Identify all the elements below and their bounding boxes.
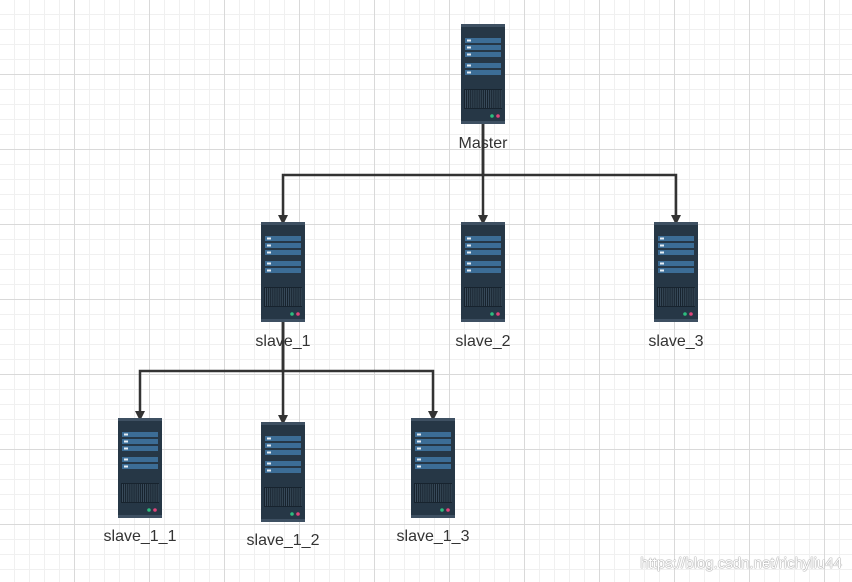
drive-bay — [465, 236, 501, 241]
drive-bay — [465, 250, 501, 255]
drive-bay — [265, 236, 301, 241]
drive-bay — [265, 436, 301, 441]
drive-bay — [122, 446, 158, 451]
status-led — [440, 508, 444, 512]
edge-master-to-slave_3 — [481, 124, 681, 225]
node-label: Master — [458, 135, 508, 152]
drive-bay — [265, 450, 301, 455]
drive-bay — [658, 268, 694, 273]
node-label: slave_1_2 — [246, 532, 320, 549]
drive-bay — [658, 236, 694, 241]
drive-bay — [122, 464, 158, 469]
status-led — [490, 312, 494, 316]
status-led — [296, 512, 300, 516]
drive-bay — [465, 63, 501, 68]
drive-bay — [122, 457, 158, 462]
drive-bay — [658, 250, 694, 255]
drive-bay — [415, 457, 451, 462]
server-icon — [261, 222, 305, 322]
status-led — [446, 508, 450, 512]
drive-bay — [415, 439, 451, 444]
drive-bay — [122, 432, 158, 437]
status-led — [490, 114, 494, 118]
drive-bay — [465, 261, 501, 266]
drive-bay — [265, 461, 301, 466]
edge-slave_1-to-slave_1_3 — [281, 322, 438, 421]
drive-bay — [415, 464, 451, 469]
drive-bay — [658, 243, 694, 248]
drive-bay — [122, 439, 158, 444]
status-led — [496, 114, 500, 118]
status-led — [290, 512, 294, 516]
server-icon — [411, 418, 455, 518]
status-led — [147, 508, 151, 512]
drive-bay — [465, 38, 501, 43]
drive-bay — [465, 52, 501, 57]
server-icon — [261, 422, 305, 522]
status-led — [153, 508, 157, 512]
node-label: slave_2 — [455, 333, 511, 350]
status-led — [496, 312, 500, 316]
drive-bay — [265, 243, 301, 248]
status-led — [683, 312, 687, 316]
node-label: slave_1_1 — [103, 528, 177, 545]
server-icon — [654, 222, 698, 322]
drive-bay — [465, 70, 501, 75]
status-led — [689, 312, 693, 316]
status-led — [290, 312, 294, 316]
server-icon — [461, 222, 505, 322]
drive-bay — [415, 446, 451, 451]
drive-bay — [265, 250, 301, 255]
node-label: slave_1_3 — [396, 528, 470, 545]
drive-bay — [265, 443, 301, 448]
status-led — [296, 312, 300, 316]
node-label: slave_3 — [648, 333, 704, 350]
server-icon — [461, 24, 505, 124]
watermark: https://blog.csdn.net/richyliu44 — [640, 555, 842, 572]
server-icon — [118, 418, 162, 518]
drive-bay — [265, 468, 301, 473]
drive-bay — [265, 268, 301, 273]
node-label: slave_1 — [255, 333, 311, 350]
drive-bay — [465, 243, 501, 248]
drive-bay — [415, 432, 451, 437]
drive-bay — [265, 261, 301, 266]
drive-bay — [658, 261, 694, 266]
drive-bay — [465, 45, 501, 50]
drive-bay — [465, 268, 501, 273]
